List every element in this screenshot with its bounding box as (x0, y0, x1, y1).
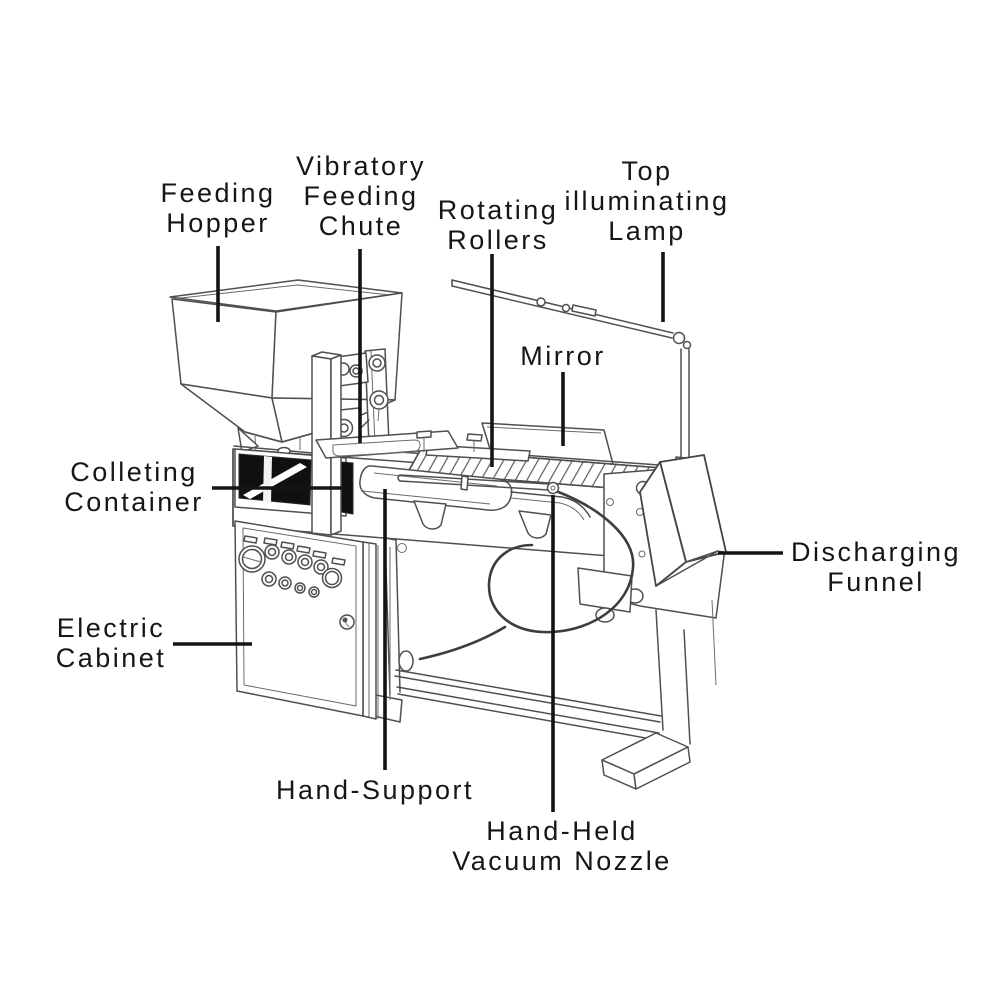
top-illuminating-lamp-drawing (451, 279, 695, 479)
label-mirror: Mirror (520, 341, 606, 371)
hand-support-drawing (359, 465, 591, 539)
label-hand-support: Hand-Support (275, 775, 475, 805)
cabinet-buttons (261, 544, 343, 598)
label-hand-held-vacuum-nozzle: Hand-Held Vacuum Nozzle (452, 816, 672, 876)
label-electric-cabinet: Electric Cabinet (55, 613, 167, 673)
vibratory-feeding-chute-drawing (315, 430, 459, 459)
label-top-illuminating-lamp: Top illuminating Lamp (564, 156, 730, 246)
vacuum-hose-drawing (418, 489, 635, 661)
vacuum-nozzle-drawing (397, 474, 560, 495)
label-vibratory-feeding-chute: Vibratory Feeding Chute (295, 151, 427, 241)
leader-lines (173, 246, 783, 812)
label-discharging-funnel: Discharging Funnel (790, 537, 962, 597)
label-feeding-hopper: Feeding Hopper (160, 178, 276, 238)
door-lock (339, 614, 355, 630)
collecting-container-drawing (234, 448, 354, 517)
cabinet-button-labels (243, 535, 346, 566)
electric-cabinet-drawing (234, 520, 391, 720)
label-colleting-container: Colleting Container (64, 457, 204, 517)
label-rotating-rollers: Rotating Rollers (437, 195, 559, 255)
